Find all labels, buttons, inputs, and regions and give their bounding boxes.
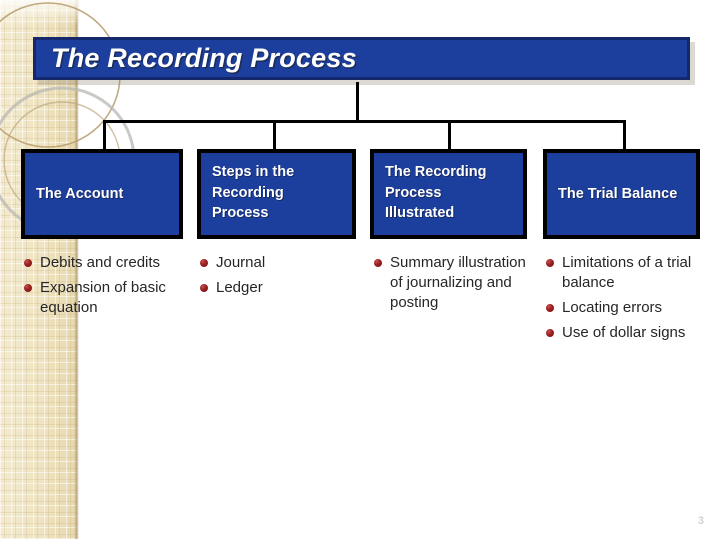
node-box-steps-in-the-recording-process[interactable]: Steps in the Recording Process (197, 149, 356, 239)
connector-drop-2 (273, 120, 276, 150)
list-item: Ledger (200, 278, 360, 298)
node-box-the-trial-balance[interactable]: The Trial Balance (543, 149, 700, 239)
node-box-the-account[interactable]: The Account (21, 149, 183, 239)
bullet-text: Debits and credits (40, 254, 161, 271)
bullet-list-the-trial-balance: Limitations of a trial balance Locating … (546, 253, 714, 348)
bullet-dot-icon (200, 259, 208, 267)
left-strip-top-fade (0, 0, 78, 26)
bullet-dot-icon (200, 284, 208, 293)
list-item: Limitations of a trial balance (546, 253, 714, 293)
node-label: Steps in the Recording Process (212, 164, 295, 222)
connector-stem (356, 82, 359, 122)
connector-drop-1 (103, 120, 106, 150)
bullet-list-steps-in-the-recording-process: Journal Ledger (200, 253, 360, 303)
node-label: The Account (36, 185, 124, 202)
list-item: Use of dollar signs (546, 323, 714, 343)
connector-drop-3 (448, 120, 451, 150)
bullet-text: Journal (216, 254, 266, 271)
node-label: The Recording Process Illustrated (385, 164, 487, 222)
bullet-dot-icon (374, 259, 382, 267)
bullet-dot-icon (546, 304, 554, 313)
left-strip-edge (74, 0, 79, 539)
bullet-text: Limitations of a trial balance (562, 254, 692, 292)
list-item: Debits and credits (24, 253, 192, 273)
list-item: Summary illustration of journalizing and… (374, 253, 534, 313)
bullet-text: Ledger (216, 279, 263, 297)
list-item: Expansion of basic equation (24, 278, 192, 318)
bullet-text: Expansion of basic equation (40, 279, 166, 317)
node-label: The Trial Balance (558, 185, 678, 202)
node-box-the-recording-process-illustrated[interactable]: The Recording Process Illustrated (370, 149, 527, 239)
bullet-dot-icon (546, 329, 554, 338)
bullet-text: Locating errors (562, 299, 663, 317)
bullet-list-the-account: Debits and credits Expansion of basic eq… (24, 253, 192, 323)
bullet-text: Use of dollar signs (562, 324, 686, 342)
connector-drop-4 (623, 120, 626, 150)
bullet-list-the-recording-process-illustrated: Summary illustration of journalizing and… (374, 253, 534, 318)
page-number: 3 (697, 515, 704, 527)
list-item: Locating errors (546, 298, 714, 318)
bullet-dot-icon (546, 259, 554, 267)
bullet-text: Summary illustration of journalizing and… (390, 254, 526, 312)
connector-horizontal-bar (103, 120, 626, 123)
title-banner: The Recording Process (33, 37, 690, 80)
page-title: The Recording Process (51, 43, 357, 73)
list-item: Journal (200, 253, 360, 273)
bullet-dot-icon (24, 259, 32, 267)
bullet-dot-icon (24, 284, 32, 293)
